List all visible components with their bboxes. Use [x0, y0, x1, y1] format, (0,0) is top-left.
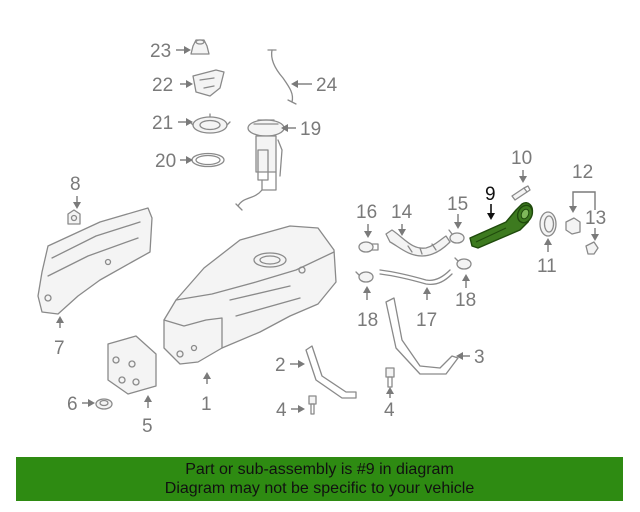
part-18-clamp-right: [454, 257, 472, 270]
part-9-filler-neck: [469, 202, 534, 249]
callout-18-left: 18: [357, 310, 378, 331]
callout-7: 7: [54, 338, 65, 359]
part-22-cover: [192, 69, 225, 97]
banner-line-2: Diagram may not be specific to your vehi…: [164, 480, 475, 497]
part-6-nut: [95, 398, 113, 410]
part-16-clamp: [358, 241, 379, 253]
callout-20: 20: [155, 151, 176, 172]
callout-9: 9: [485, 184, 496, 205]
part-8-clip: [67, 209, 81, 225]
callout-17: 17: [416, 310, 437, 331]
part-11-ring: [539, 211, 557, 237]
part-18-clamp-left: [355, 271, 374, 283]
callout-10: 10: [511, 148, 532, 169]
part-5-plate: [107, 335, 157, 395]
part-15-clamp: [448, 229, 465, 244]
part-13-plug: [585, 241, 599, 255]
callout-1: 1: [201, 394, 212, 415]
part-19-fuel-pump: [235, 119, 285, 211]
part-4-bolt-right: [385, 367, 395, 388]
part-1-fuel-tank: [163, 225, 337, 365]
callout-15: 15: [447, 194, 468, 215]
part-17-vent-hose: [379, 269, 453, 286]
callout-8: 8: [70, 174, 81, 195]
parts-diagram: 23 22 21 20 24 19: [37, 39, 606, 437]
part-2-strap: [305, 345, 357, 399]
callout-21: 21: [152, 113, 173, 134]
callout-14: 14: [391, 202, 413, 223]
callout-24: 24: [316, 75, 338, 96]
part-14-hose: [385, 229, 451, 257]
callout-6: 6: [67, 394, 78, 415]
callout-23: 23: [150, 41, 171, 62]
part-7-heat-shield: [37, 207, 153, 315]
callout-3: 3: [474, 347, 485, 368]
part-24-hose: [267, 49, 297, 105]
callout-5: 5: [142, 416, 153, 437]
part-20-gasket: [191, 152, 225, 168]
callout-22: 22: [152, 75, 173, 96]
callout-2: 2: [275, 355, 286, 376]
callout-4-left: 4: [276, 400, 287, 421]
info-banner: Part or sub-assembly is #9 in diagram Di…: [16, 457, 623, 501]
part-3-strap: [385, 297, 459, 375]
part-23-cap: [190, 39, 210, 55]
callout-12: 12: [572, 162, 593, 183]
callout-11: 11: [537, 256, 557, 277]
callout-19: 19: [300, 119, 321, 140]
part-12-cap: [565, 217, 581, 235]
part-21-lock-ring: [189, 113, 231, 134]
callout-13: 13: [585, 208, 606, 229]
part-10-screw: [511, 185, 531, 201]
callout-16: 16: [356, 202, 377, 223]
part-4-bolt-left: [308, 395, 317, 415]
callout-4-right: 4: [384, 400, 395, 421]
callout-18-right: 18: [455, 290, 476, 311]
banner-line-1: Part or sub-assembly is #9 in diagram: [185, 461, 454, 478]
